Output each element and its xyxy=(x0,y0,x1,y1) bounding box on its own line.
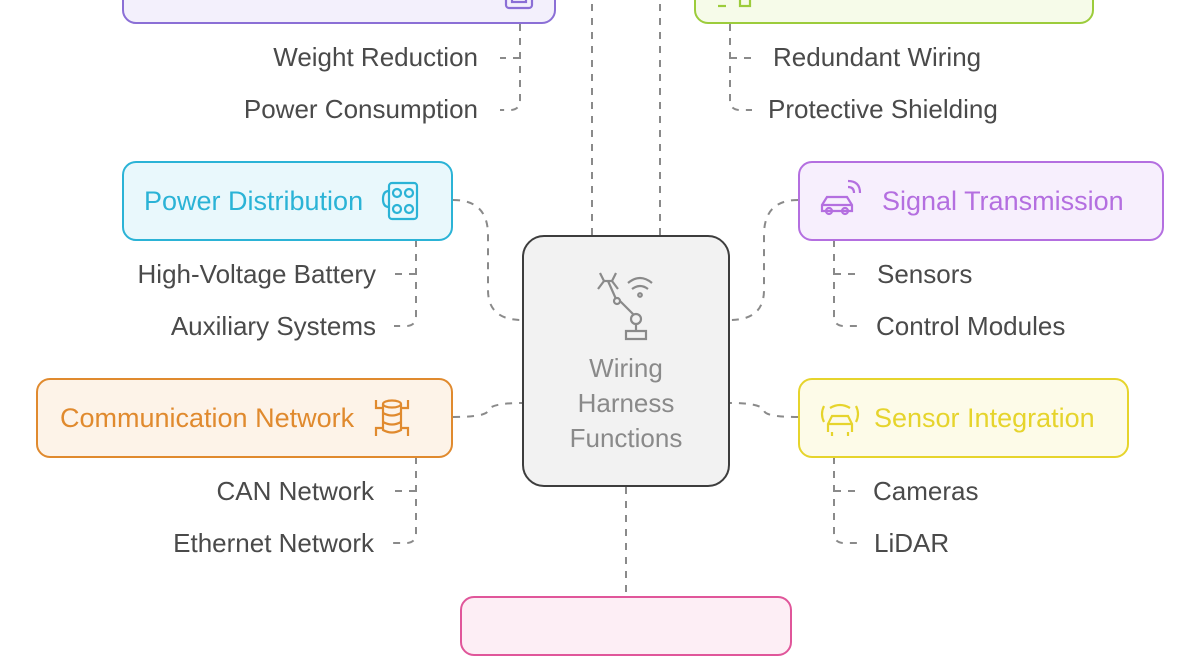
link-sensor-items xyxy=(833,457,862,544)
branch-communication-network-item-1: CAN Network xyxy=(216,476,374,506)
branch-communication-network-title: Communication Network xyxy=(60,402,355,433)
device-icon xyxy=(504,0,534,10)
link-signal-items xyxy=(833,240,860,327)
branch-signal-transmission-item-1: Sensors xyxy=(877,259,973,289)
branch-bottom-box xyxy=(460,596,792,656)
branch-top-right-box xyxy=(694,0,1094,24)
link-center-power-distribution xyxy=(452,199,523,321)
branch-sensor-integration-box: Sensor Integration xyxy=(798,378,1129,458)
link-communication-items xyxy=(392,457,417,544)
branch-communication-network-item-2: Ethernet Network xyxy=(173,528,374,558)
link-top-right-items xyxy=(729,24,752,111)
center-title-line-1: Wiring xyxy=(589,353,663,383)
branch-sensor-integration-item-2: LiDAR xyxy=(874,528,950,558)
connected-car-icon xyxy=(820,179,862,216)
link-center-communication-network xyxy=(452,402,523,418)
branch-top-left-item-1: Weight Reduction xyxy=(273,42,478,72)
branch-communication-network-box: Communication Network xyxy=(36,378,453,458)
branch-top-right-item-2: Protective Shielding xyxy=(768,94,998,124)
branch-power-distribution-item-2: Auxiliary Systems xyxy=(170,311,376,341)
robot-arm-signal-icon xyxy=(597,272,653,341)
center-title-line-3: Functions xyxy=(569,423,683,453)
car-sensor-icon xyxy=(820,403,860,436)
power-outlet-icon xyxy=(381,181,419,221)
branch-signal-transmission-item-2: Control Modules xyxy=(876,311,1066,341)
branch-power-distribution-box: Power Distribution xyxy=(122,161,453,241)
center-title-line-2: Harness xyxy=(577,388,675,418)
branch-sensor-integration-item-1: Cameras xyxy=(873,476,979,506)
connector-lines xyxy=(392,0,862,600)
center-node: Wiring Harness Functions xyxy=(522,235,730,487)
shield-icon xyxy=(718,0,752,8)
center-title: Wiring Harness Functions xyxy=(524,351,728,456)
branch-top-left-item-2: Power Consumption xyxy=(243,94,478,124)
link-center-sensor-integration xyxy=(729,402,799,418)
link-top-left-items xyxy=(500,24,521,111)
branch-power-distribution-item-1: High-Voltage Battery xyxy=(137,259,376,289)
branch-top-right-item-1: Redundant Wiring xyxy=(773,42,982,72)
link-power-items xyxy=(394,240,417,327)
branch-signal-transmission-box: Signal Transmission xyxy=(798,161,1164,241)
branch-top-left-box xyxy=(122,0,556,24)
link-center-signal-transmission xyxy=(729,199,799,321)
branch-power-distribution-title: Power Distribution xyxy=(144,185,364,216)
branch-sensor-integration-title: Sensor Integration xyxy=(874,402,1095,433)
database-network-icon xyxy=(375,399,410,436)
branch-signal-transmission-title: Signal Transmission xyxy=(882,185,1124,216)
